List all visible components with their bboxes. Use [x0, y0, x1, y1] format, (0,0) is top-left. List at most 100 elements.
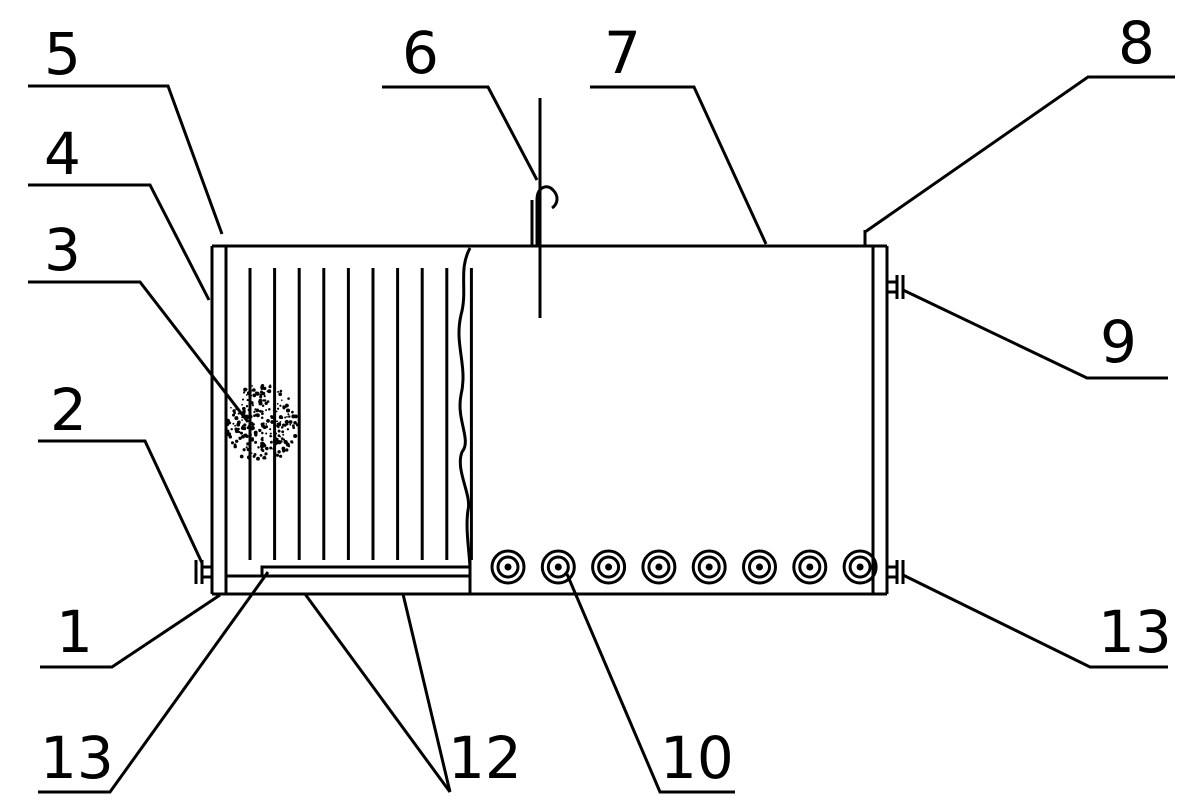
- particle: [240, 431, 243, 435]
- particle: [250, 401, 254, 405]
- particle: [258, 428, 260, 431]
- particle: [287, 397, 290, 400]
- label-8: 8: [1118, 9, 1155, 77]
- particle: [260, 416, 264, 419]
- particle: [262, 399, 265, 402]
- label-5: 5: [44, 20, 81, 88]
- label-10: 10: [660, 724, 734, 792]
- particle: [247, 408, 251, 412]
- particle: [245, 388, 248, 391]
- particle: [264, 452, 268, 456]
- particle: [262, 456, 266, 460]
- partition-wave: [457, 247, 472, 571]
- particle: [246, 426, 250, 430]
- particle: [261, 391, 266, 396]
- particle: [241, 419, 243, 421]
- particle: [235, 439, 239, 443]
- particle: [241, 398, 245, 401]
- heater-ring: [591, 549, 627, 585]
- particle: [251, 385, 254, 387]
- particle: [245, 394, 248, 396]
- particle: [243, 407, 246, 410]
- particle: [280, 399, 283, 402]
- label-12: 12: [448, 724, 522, 792]
- particle: [269, 446, 273, 450]
- particle: [243, 423, 247, 427]
- electrode-plates: [248, 268, 473, 560]
- particle: [250, 421, 254, 425]
- particle: [277, 390, 280, 393]
- particle: [241, 403, 243, 406]
- particle: [293, 433, 298, 439]
- particle: [269, 384, 272, 387]
- particle: [251, 424, 254, 427]
- particle: [238, 436, 242, 441]
- particle: [264, 447, 267, 450]
- particle: [254, 433, 258, 437]
- particle: [249, 414, 253, 419]
- label-9: 9: [1100, 308, 1137, 376]
- particle: [263, 386, 267, 391]
- label-1: 1: [56, 598, 93, 666]
- particle: [232, 422, 235, 425]
- particle: [257, 400, 260, 403]
- particle: [285, 408, 291, 413]
- particle: [282, 405, 286, 409]
- particle: [265, 432, 268, 435]
- particle: [264, 401, 268, 406]
- particle: [262, 442, 265, 446]
- particle: [241, 434, 245, 439]
- nozzle-left: [194, 560, 212, 584]
- particle: [281, 430, 285, 434]
- label-13-left: 13: [40, 724, 114, 792]
- particle: [232, 409, 236, 413]
- nozzle-right-top: [887, 275, 905, 299]
- particle: [287, 413, 290, 416]
- particle: [251, 437, 254, 440]
- particle: [246, 415, 250, 419]
- particle: [261, 410, 264, 413]
- particle: [261, 412, 264, 416]
- particle: [267, 389, 272, 394]
- particle: [278, 392, 283, 397]
- particle: [277, 425, 280, 429]
- particle: [246, 442, 250, 446]
- particle: [240, 425, 245, 431]
- particle: [288, 415, 291, 418]
- particle: [265, 423, 268, 425]
- particle: [234, 416, 239, 421]
- particle: [284, 403, 289, 408]
- particle: [242, 424, 244, 427]
- label-2: 2: [50, 376, 87, 444]
- particle: [261, 431, 264, 435]
- particle: [259, 454, 262, 457]
- particle: [246, 448, 250, 452]
- particle: [270, 415, 275, 419]
- particle: [253, 410, 256, 413]
- particle: [257, 446, 260, 449]
- particle: [286, 428, 290, 431]
- particle: [225, 429, 230, 434]
- leader-lines: [28, 75, 1175, 794]
- particle: [286, 415, 288, 418]
- particle: [246, 391, 251, 396]
- particle: [239, 454, 244, 459]
- particle: [289, 423, 292, 426]
- particle: [255, 408, 260, 413]
- particle: [228, 432, 231, 435]
- probe: [530, 98, 559, 318]
- particle: [277, 422, 282, 427]
- heater-ring: [742, 549, 777, 585]
- particle: [245, 446, 248, 449]
- particle-cluster: [225, 384, 300, 461]
- particle: [293, 421, 297, 425]
- particle: [260, 384, 265, 388]
- particle: [269, 440, 273, 444]
- particle: [248, 433, 252, 437]
- particle: [237, 420, 241, 425]
- particle: [279, 440, 283, 443]
- particle: [279, 421, 282, 423]
- particle: [274, 452, 277, 455]
- particle: [276, 420, 278, 423]
